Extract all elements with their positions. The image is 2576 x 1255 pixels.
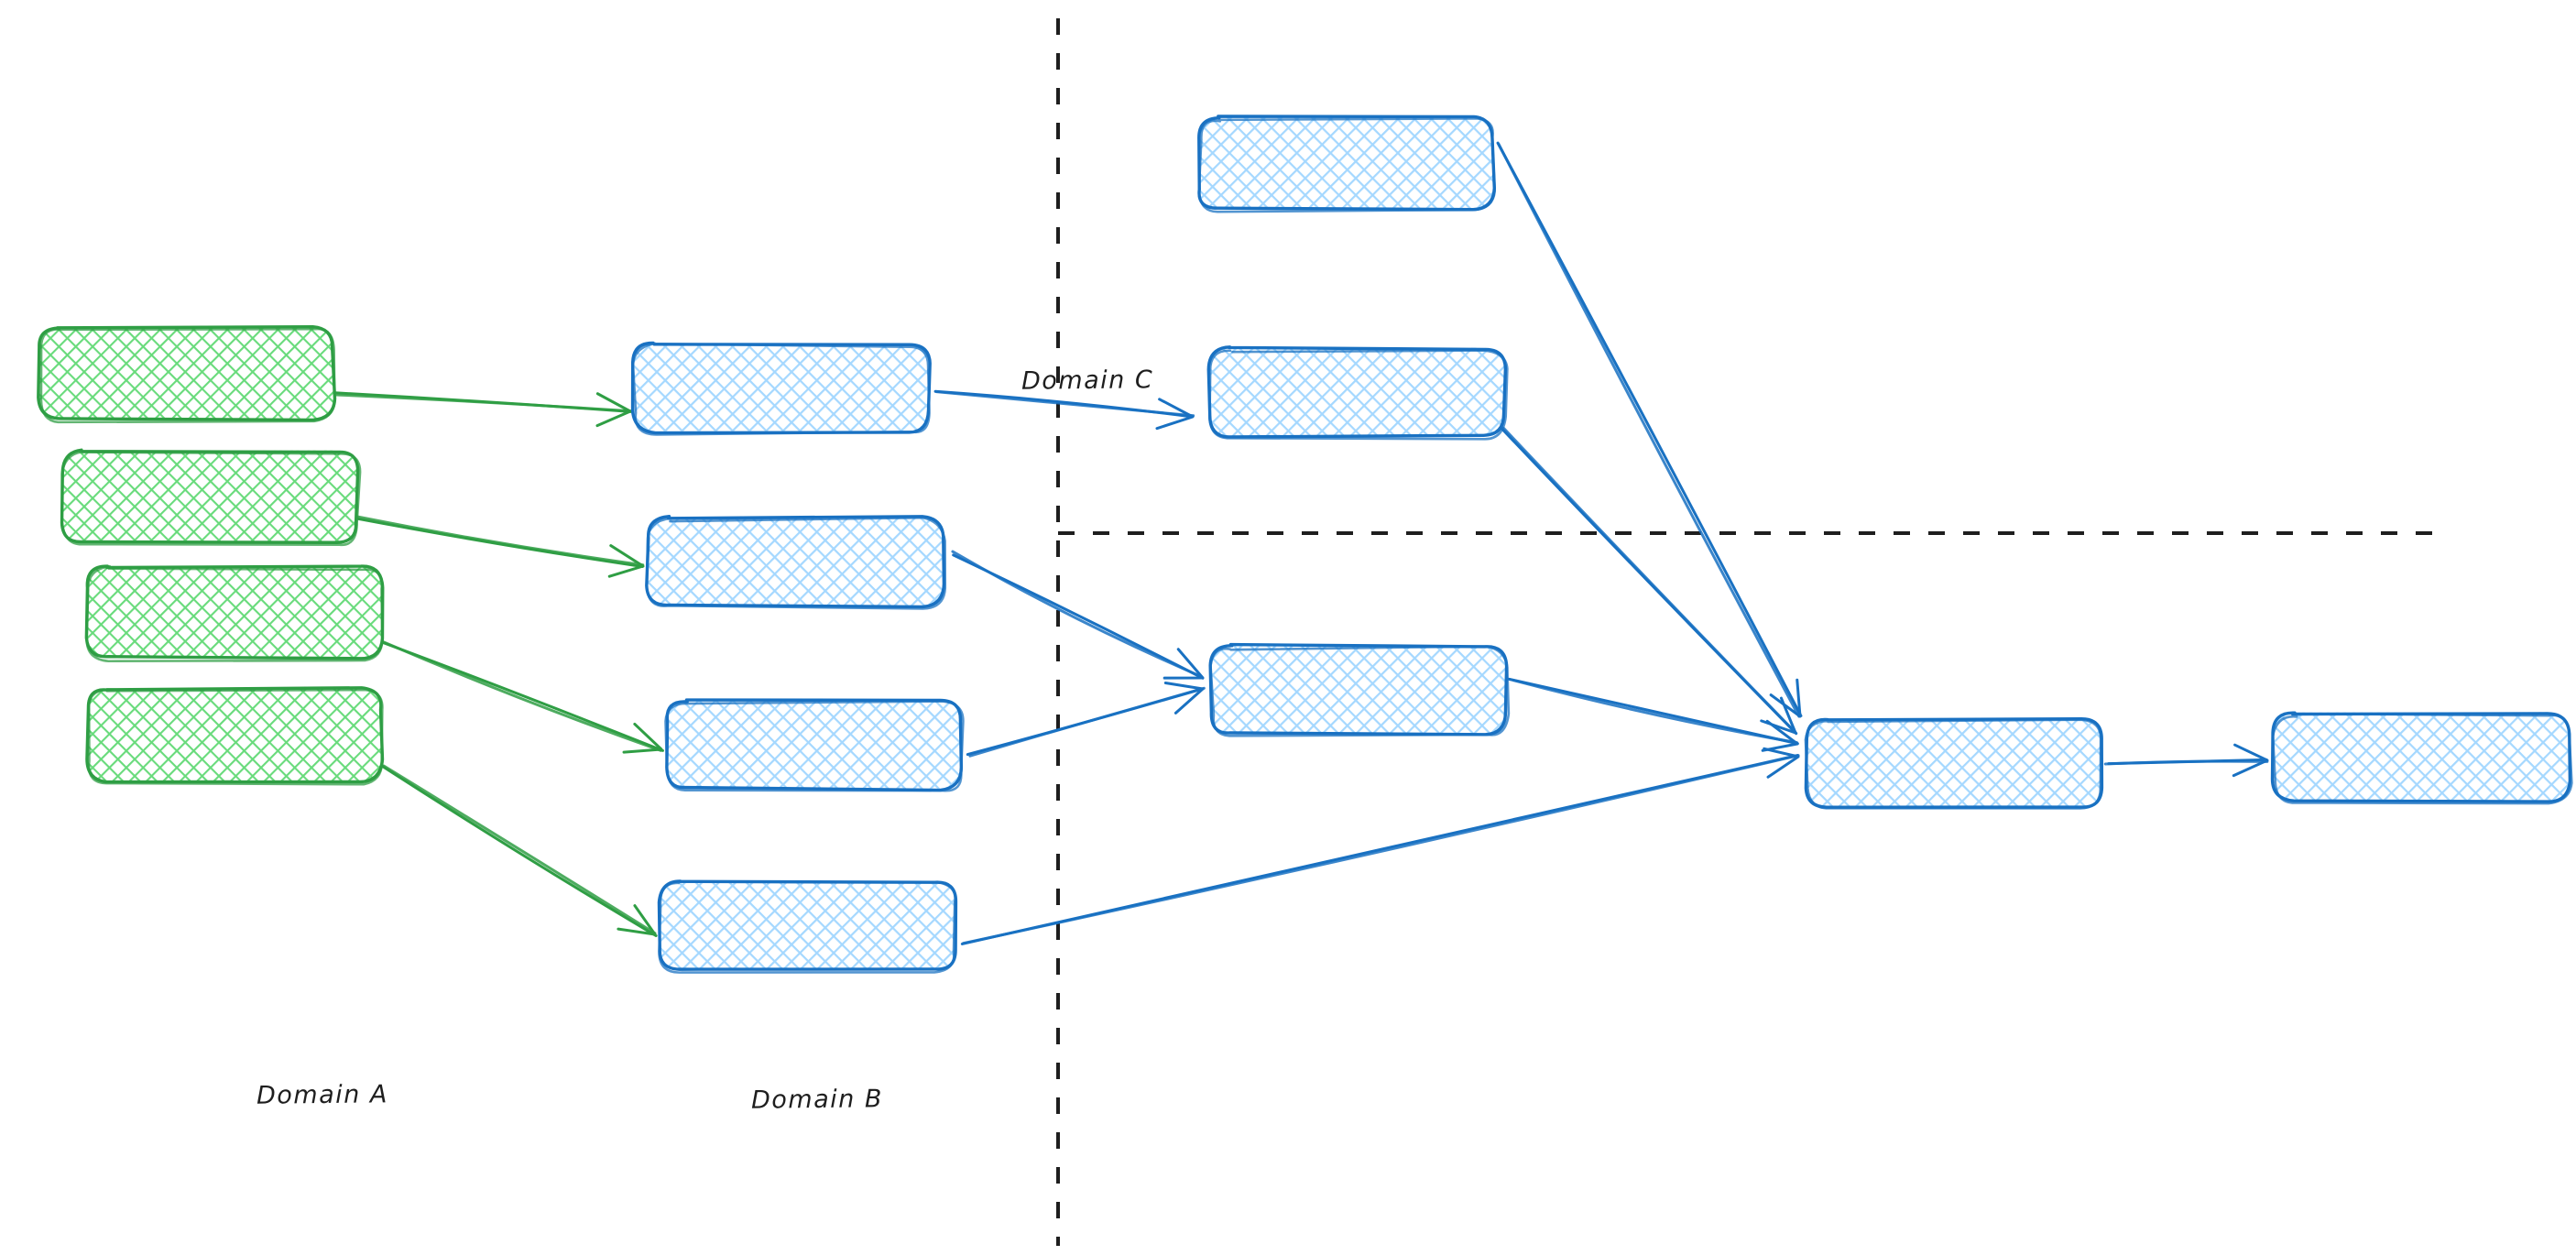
edge-b1-c2 (933, 389, 1195, 431)
node-a2[interactable] (60, 448, 362, 547)
node-c3[interactable] (1208, 642, 1511, 737)
node-a4[interactable] (85, 686, 385, 786)
edge-a1-b1 (330, 391, 633, 428)
node-c2[interactable] (1206, 345, 1509, 441)
node-b3[interactable] (664, 698, 965, 792)
node-d2[interactable] (2270, 711, 2573, 805)
edge-c1-d1 (1496, 141, 1803, 718)
edge-b2-c3 (951, 550, 1205, 680)
node-b1[interactable] (630, 341, 932, 436)
node-a3[interactable] (84, 564, 385, 663)
node-layer (37, 115, 2573, 974)
edge-layer (330, 141, 2269, 945)
edge-b3-c3 (966, 682, 1206, 758)
edge-c3-d1 (1507, 677, 1799, 752)
node-d1[interactable] (1804, 717, 2104, 810)
domain-label-a: Domain A (256, 1080, 388, 1110)
domain-label-c: Domain C (1021, 366, 1154, 396)
edge-a2-b2 (355, 515, 645, 578)
node-b2[interactable] (645, 515, 947, 610)
divider-layer (1056, 18, 2448, 1246)
edge-a3-b3 (379, 639, 664, 754)
edge-d1-d2 (2103, 743, 2269, 778)
node-c1[interactable] (1197, 115, 1496, 213)
domain-label-b: Domain B (750, 1085, 884, 1115)
edge-a4-b4 (380, 764, 658, 937)
node-a1[interactable] (37, 324, 337, 424)
edge-b4-d1 (960, 747, 1800, 945)
node-b4[interactable] (657, 879, 958, 974)
